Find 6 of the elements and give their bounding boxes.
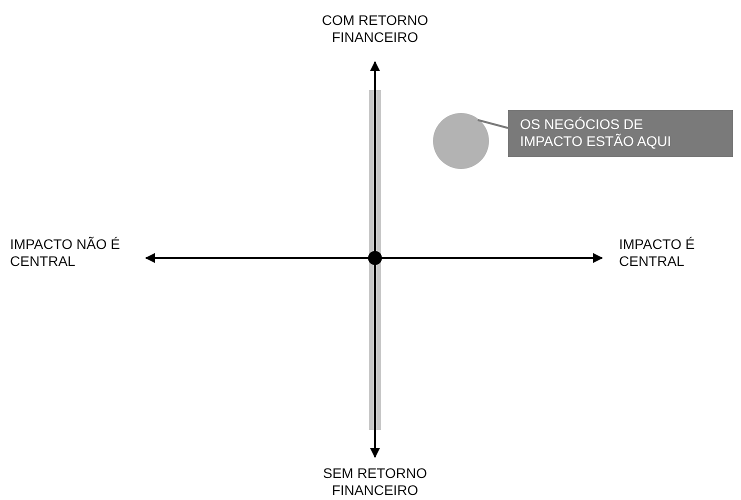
- axis-label: COM RETORNO FINANCEIRO: [320, 12, 430, 46]
- axis-label: IMPACTO NÃO É CENTRAL: [10, 236, 121, 270]
- axis-label: IMPACTO É CENTRAL: [619, 236, 696, 270]
- axis-label: SEM RETORNO FINANCEIRO: [322, 465, 428, 499]
- marker-circle: [433, 113, 489, 169]
- callout-box: OS NEGÓCIOS DE IMPACTO ESTÃO AQUI: [508, 110, 733, 157]
